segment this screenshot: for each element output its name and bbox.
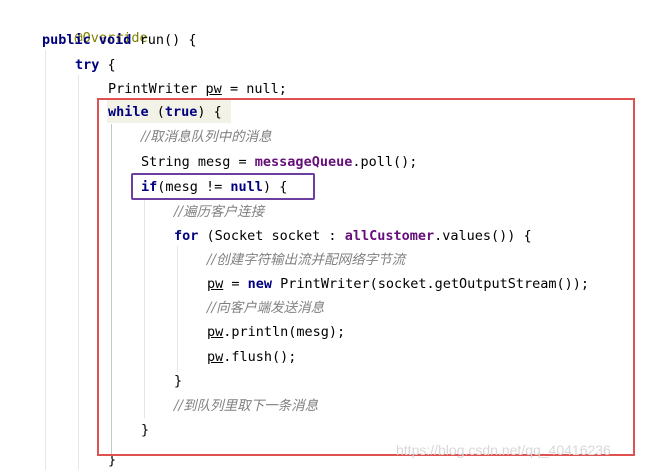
code-text: .println(mesg); [223, 324, 346, 340]
code-line: try { [75, 53, 116, 77]
code-text: } [108, 452, 117, 468]
indent-guide [144, 198, 145, 418]
code-line: String mesg = messageQueue.poll(); [141, 150, 417, 174]
variable: pw [207, 276, 224, 292]
code-text: { [99, 57, 116, 73]
keyword: while [108, 104, 149, 120]
keyword: try [75, 57, 100, 73]
variable: pw [205, 81, 222, 97]
code-text: String mesg = [141, 154, 255, 170]
code-text: PrintWriter(socket.getOutputStream()); [272, 276, 590, 292]
code-text: .flush(); [223, 349, 297, 365]
code-line: } [141, 418, 149, 442]
field: messageQueue [254, 154, 353, 170]
keyword: if [141, 179, 158, 195]
keyword: new [247, 276, 273, 292]
code-text: = null; [221, 81, 287, 97]
keyword: for [174, 228, 199, 244]
keyword: void [98, 32, 132, 48]
code-line: if(mesg != null) { [141, 175, 287, 199]
code-text: (Socket socket : [198, 228, 345, 244]
comment: //遍历客户连接 [174, 204, 265, 220]
comment: //到队列里取下一条消息 [174, 398, 319, 414]
code-line: while (true) { [108, 100, 222, 124]
if-condition-highlight-box [131, 173, 315, 200]
keyword: true [164, 104, 198, 120]
code-line: pw = new PrintWriter(socket.getOutputStr… [207, 272, 589, 296]
watermark: https://blog.csdn.net/qq_40416236 [396, 442, 611, 458]
comment: //创建字符输出流并配网络字节流 [207, 252, 406, 268]
code-line: //遍历客户连接 [174, 200, 264, 224]
indent-guide [45, 50, 46, 470]
comment: //取消息队列中的消息 [141, 129, 272, 145]
while-loop-highlight-box [97, 98, 635, 456]
code-line: //取消息队列中的消息 [141, 125, 272, 149]
comment: //向客户端发送消息 [207, 300, 325, 316]
code-line: pw.println(mesg); [207, 320, 345, 344]
indent-guide [111, 124, 112, 454]
code-text: run() { [139, 32, 197, 48]
code-text: ) { [197, 104, 222, 120]
code-line: for (Socket socket : allCustomer.values(… [174, 224, 532, 248]
code-line: @Override [42, 2, 148, 46]
code-line: //创建字符输出流并配网络字节流 [207, 248, 405, 272]
indent-guide [177, 246, 178, 372]
code-line: pw.flush(); [207, 345, 296, 369]
field: allCustomer [344, 228, 435, 244]
code-text: (mesg != [157, 179, 231, 195]
code-line: //到队列里取下一条消息 [174, 394, 318, 418]
code-line: } [108, 448, 116, 472]
code-text: } [141, 422, 150, 438]
annotation: @Override [74, 30, 148, 46]
code-text: } [174, 373, 183, 389]
code-line: PrintWriter pw = null; [108, 77, 287, 101]
code-line: } [174, 369, 182, 393]
caret-line-highlight [107, 99, 231, 123]
code-line: //向客户端发送消息 [207, 296, 324, 320]
keyword: public [42, 32, 91, 48]
code-text: ( [148, 104, 165, 120]
code-text: ) { [262, 179, 288, 195]
variable: pw [207, 349, 224, 365]
variable: pw [207, 324, 224, 340]
code-text: .poll(); [352, 154, 418, 170]
code-text: .values()) { [434, 228, 532, 244]
code-text: = [223, 276, 248, 292]
keyword: null [230, 179, 263, 195]
indent-guide [78, 75, 79, 470]
code-text: PrintWriter [108, 81, 206, 97]
code-line: public void run() { [42, 28, 196, 52]
